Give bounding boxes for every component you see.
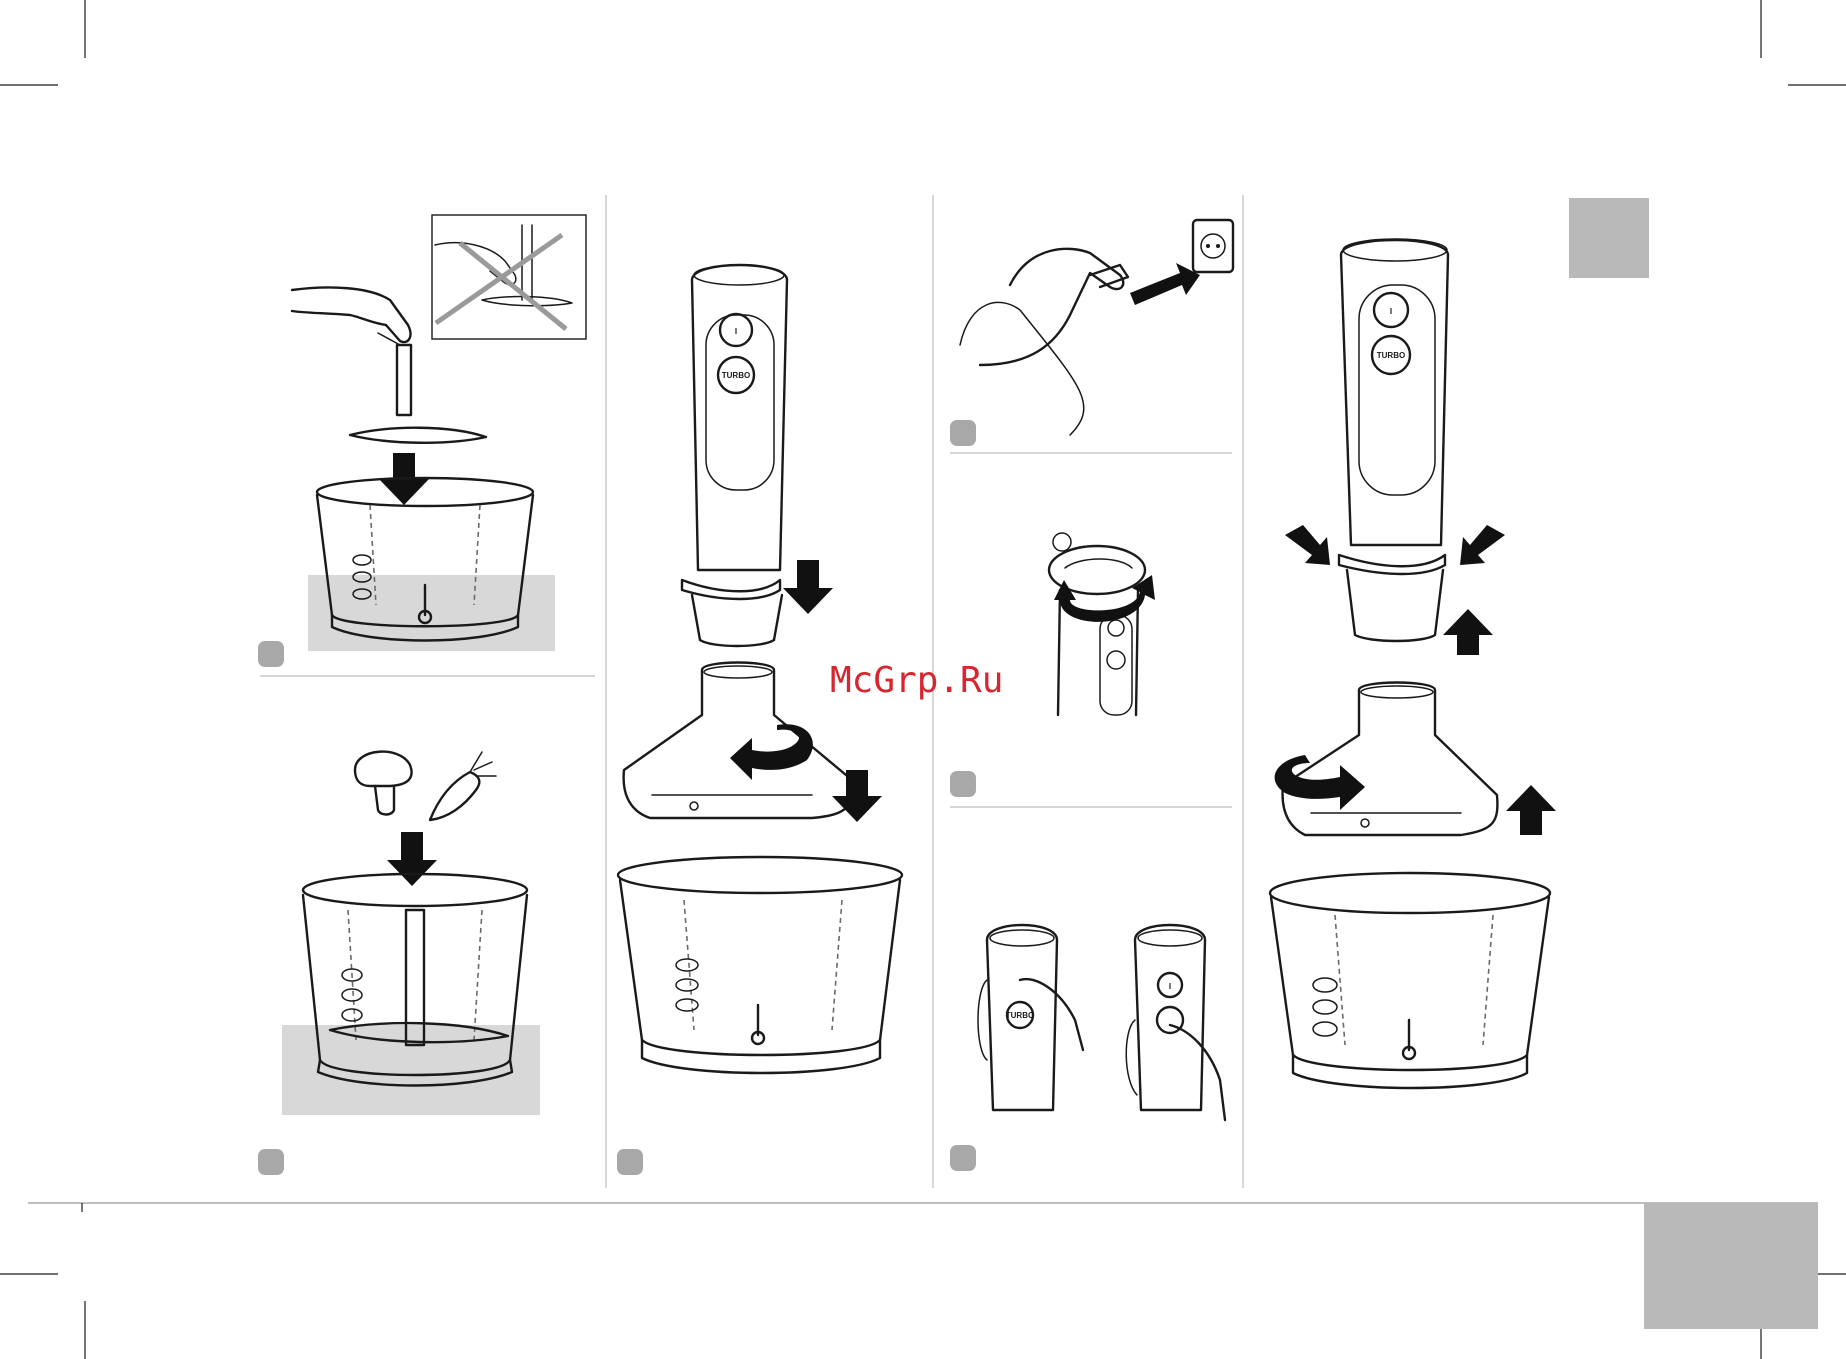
blade-insertion-illustration xyxy=(250,205,600,675)
page-number-block xyxy=(1644,1203,1818,1329)
step-badge-2 xyxy=(258,1149,284,1175)
step-badge-5 xyxy=(950,771,976,797)
svg-text:TURBO: TURBO xyxy=(722,371,750,380)
step-4-panel xyxy=(960,215,1240,440)
watermark: McGrp.Ru xyxy=(830,660,1003,701)
step-1-panel xyxy=(250,205,600,675)
svg-text:I: I xyxy=(735,327,737,336)
carrot-icon xyxy=(430,772,479,820)
step-5-panel xyxy=(1040,530,1180,715)
svg-text:I: I xyxy=(1390,307,1392,316)
release-illustration: I TURBO xyxy=(1265,225,1565,1105)
step-badge-1 xyxy=(258,641,284,667)
mushroom-icon xyxy=(355,752,412,786)
add-food-illustration xyxy=(270,740,560,1120)
rotate-lock-illustration xyxy=(1040,530,1180,715)
wall-socket-icon xyxy=(1193,220,1233,272)
svg-text:I: I xyxy=(1169,982,1171,991)
step-badge-6 xyxy=(950,1145,976,1171)
step-badge-3 xyxy=(617,1149,643,1175)
press-buttons-illustration: TURBO I xyxy=(975,920,1245,1130)
step-2-panel xyxy=(270,740,560,1120)
step-6-panel: TURBO I xyxy=(975,920,1245,1130)
step-7-panel: I TURBO xyxy=(1265,225,1565,1105)
svg-text:TURBO: TURBO xyxy=(1006,1011,1034,1020)
step-badge-4 xyxy=(950,420,976,446)
plug-in-illustration xyxy=(960,215,1240,440)
section-tab-top xyxy=(1569,198,1649,278)
svg-text:TURBO: TURBO xyxy=(1377,351,1405,360)
